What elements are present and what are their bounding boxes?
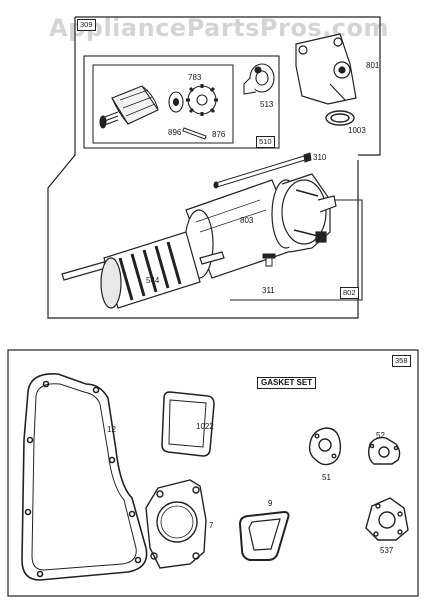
valve-cover-gasket-illustration xyxy=(161,391,215,457)
carburetor-gasket-51-illustration xyxy=(308,427,342,466)
intake-gasket-illustration xyxy=(238,510,290,561)
part-label-51: 51 xyxy=(322,473,331,482)
washer-illustration xyxy=(168,91,184,113)
part-label-1022: 1022 xyxy=(196,422,214,431)
part-label-783: 783 xyxy=(188,73,202,82)
retaining-pin-illustration xyxy=(182,127,207,140)
part-label-803: 803 xyxy=(240,216,254,225)
part-tag-802: 802 xyxy=(340,287,359,299)
seal-ring-illustration xyxy=(325,110,355,126)
mounting-bracket-illustration xyxy=(295,33,357,105)
pinion-gear-illustration xyxy=(186,84,218,116)
part-label-513: 513 xyxy=(260,100,274,109)
gasket-52-illustration xyxy=(367,436,401,465)
part-label-1003: 1003 xyxy=(348,126,366,135)
armature-illustration xyxy=(61,231,225,309)
drive-assembly-inner-box xyxy=(92,64,234,144)
part-label-801: 801 xyxy=(366,61,380,70)
drive-housing-illustration xyxy=(99,85,159,129)
part-tag-358: 358 xyxy=(392,355,411,367)
crankcase-gasket-illustration xyxy=(21,373,148,581)
head-gasket-illustration xyxy=(145,479,207,569)
part-label-311: 311 xyxy=(262,286,275,295)
end-cap-illustration xyxy=(281,173,337,253)
subassembly-510-box xyxy=(83,55,280,149)
clutch-cap-illustration xyxy=(243,63,275,95)
part-label-7: 7 xyxy=(209,521,214,530)
gasket-set-title: GASKET SET xyxy=(257,377,317,389)
part-tag-309: 309 xyxy=(77,19,96,31)
through-bolt-illustration xyxy=(213,152,312,189)
part-label-896: 896 xyxy=(168,128,182,137)
part-label-544: 544 xyxy=(146,276,160,285)
part-label-310: 310 xyxy=(313,153,327,162)
part-label-52: 52 xyxy=(376,431,385,440)
part-label-9: 9 xyxy=(268,499,273,508)
part-label-537: 537 xyxy=(380,546,394,555)
gasket-set-frame xyxy=(7,349,419,597)
screw-311-illustration xyxy=(262,253,276,267)
gasket-537-illustration xyxy=(365,497,409,541)
part-tag-510: 510 xyxy=(256,136,275,148)
part-label-12: 12 xyxy=(107,425,116,434)
part-label-876: 876 xyxy=(212,130,226,139)
